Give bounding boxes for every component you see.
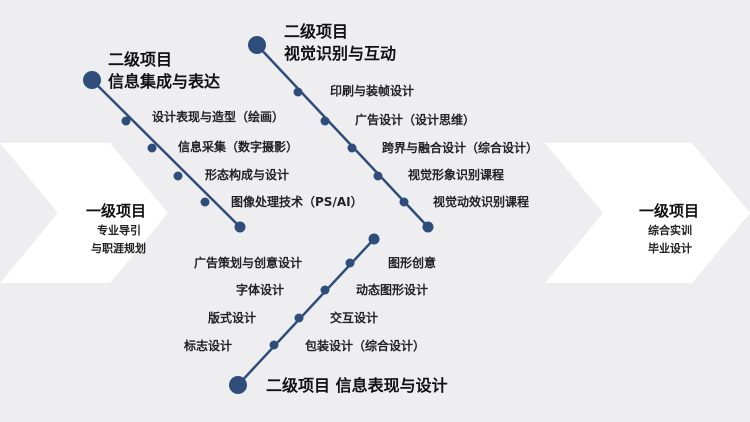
item-node xyxy=(147,143,157,153)
item-node xyxy=(294,313,304,323)
item-node xyxy=(200,197,210,207)
right-block-title: 一级项目 xyxy=(639,202,700,220)
branch-head-interaction-line1: 二级项目 xyxy=(284,22,349,41)
head-node-expression xyxy=(229,376,247,394)
end-node-interaction xyxy=(422,221,434,233)
expression-item-right: 交互设计 xyxy=(330,311,379,325)
integration-item: 图像处理技术（PS/AI） xyxy=(231,195,363,209)
item-node xyxy=(269,340,279,350)
integration-item: 形态构成与设计 xyxy=(205,168,290,182)
left-block-sub-2: 与职涯规划 xyxy=(91,242,146,255)
item-node xyxy=(173,171,183,181)
item-node xyxy=(320,116,330,126)
expression-item-right: 包装设计（综合设计） xyxy=(305,339,426,353)
expression-item-right: 图形创意 xyxy=(388,256,437,270)
left-block-sub-1: 专业导引 xyxy=(97,224,141,237)
expression-item-right: 动态图形设计 xyxy=(356,283,429,297)
item-node xyxy=(320,285,330,295)
interaction-item: 广告设计（设计思维） xyxy=(355,113,476,127)
left-block-title: 一级项目 xyxy=(86,202,147,220)
item-node xyxy=(345,258,355,268)
branch-head-integration-line1: 二级项目 xyxy=(108,50,173,69)
right-chevron-arrow xyxy=(545,143,750,283)
item-node xyxy=(293,87,303,97)
end-node-expression xyxy=(368,233,380,245)
integration-item: 设计表现与造型（绘画） xyxy=(152,110,285,124)
head-node-interaction xyxy=(248,36,266,54)
expression-item-left: 标志设计 xyxy=(184,339,233,353)
branch-line-interaction xyxy=(256,44,429,228)
interaction-item: 视觉形象识别课程 xyxy=(408,168,505,182)
branch-line-integration xyxy=(91,79,241,228)
branch-head-interaction-line2: 视觉识别与互动 xyxy=(284,44,397,63)
item-node xyxy=(121,116,131,126)
right-block-sub-2: 毕业设计 xyxy=(648,242,692,255)
item-node xyxy=(347,143,357,153)
expression-item-left: 广告策划与创意设计 xyxy=(194,256,303,270)
branch-head-integration-line2: 信息集成与表达 xyxy=(108,72,221,91)
interaction-item: 跨界与融合设计（综合设计） xyxy=(382,141,539,155)
integration-item: 信息采集（数字摄影） xyxy=(178,140,299,154)
head-node-integration xyxy=(83,71,101,89)
left-chevron-arrow xyxy=(0,143,168,283)
interaction-item: 印刷与装帧设计 xyxy=(330,84,415,98)
branch-head-expression: 二级项目 信息表现与设计 xyxy=(266,376,448,395)
interaction-item: 视觉动效识别课程 xyxy=(433,195,530,209)
end-node-integration xyxy=(234,221,246,233)
item-node xyxy=(373,171,383,181)
right-block-sub-1: 综合实训 xyxy=(648,224,692,237)
item-node xyxy=(399,197,409,207)
expression-item-left: 版式设计 xyxy=(208,311,257,325)
expression-item-left: 字体设计 xyxy=(236,283,285,297)
